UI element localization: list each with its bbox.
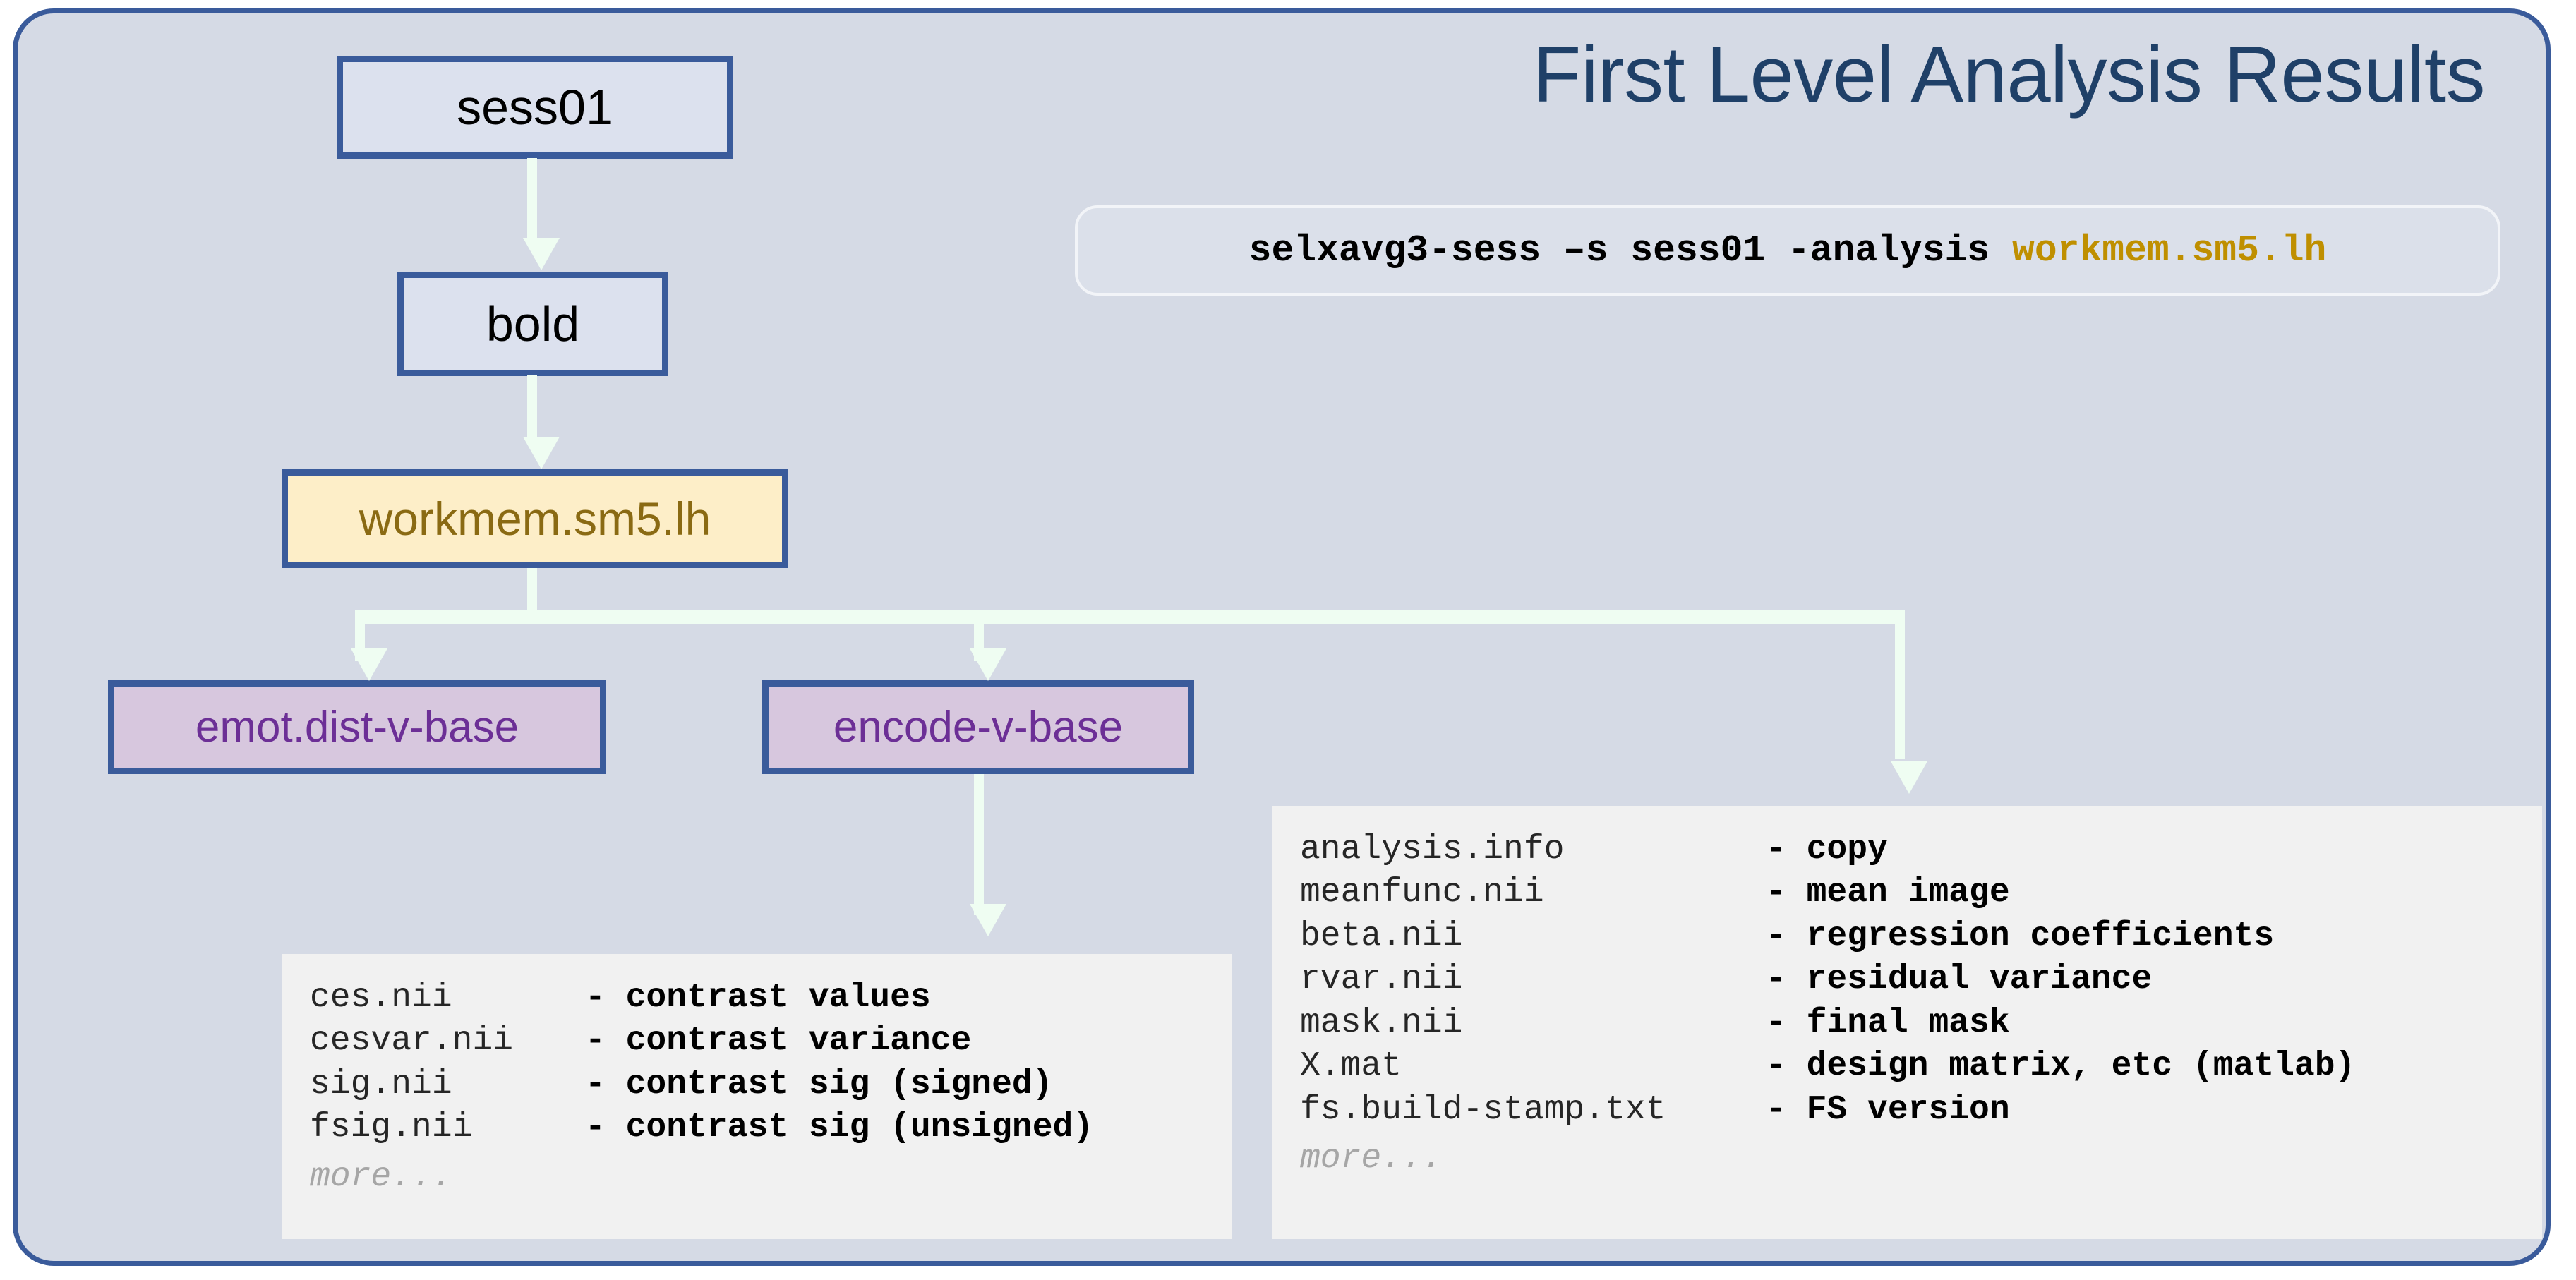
file-row: meanfunc.nii - mean image	[1300, 871, 2514, 914]
file-dash: -	[1766, 960, 1807, 999]
file-row: fsig.nii - contrast sig (unsigned)	[310, 1106, 1203, 1149]
file-row: ces.nii - contrast values	[310, 977, 1203, 1020]
file-description: contrast values	[625, 979, 931, 1017]
file-row: rvar.nii - residual variance	[1300, 958, 2514, 1001]
file-row: X.mat - design matrix, etc (matlab)	[1300, 1045, 2514, 1088]
file-description: mean image	[1806, 874, 2010, 912]
file-dash: -	[585, 979, 626, 1017]
file-dash: -	[1766, 831, 1807, 869]
arrowhead-bus-to-emot	[351, 648, 387, 681]
flow-node-sess01[interactable]: sess01	[337, 56, 733, 159]
file-dash: -	[585, 1065, 626, 1104]
flow-node-bold[interactable]: bold	[397, 272, 668, 376]
arrowhead-bold-to-workmem	[523, 437, 560, 469]
file-dash: -	[585, 1109, 626, 1147]
more-label: more...	[1300, 1140, 1443, 1178]
page-title: First Level Analysis Results	[1532, 30, 2486, 119]
file-description: contrast variance	[625, 1022, 972, 1061]
connector-bus-to-analysis-panel	[1895, 624, 1905, 759]
file-name: fsig.nii	[310, 1109, 473, 1147]
file-name: beta.nii	[1300, 917, 1463, 955]
connector-bold-to-workmem	[527, 375, 537, 440]
arrowhead-bus-to-encode	[970, 648, 1006, 681]
contrast-outputs-panel: ces.nii - contrast values cesvar.nii - c…	[282, 954, 1232, 1239]
file-description: regression coefficients	[1806, 917, 2275, 955]
flow-node-workmem-label: workmem.sm5.lh	[359, 493, 711, 545]
arrowhead-sess01-to-bold	[523, 238, 560, 270]
file-dash: -	[585, 1022, 626, 1061]
connector-encode-to-contrast-panel	[974, 774, 984, 915]
file-row: beta.nii - regression coefficients	[1300, 915, 2514, 958]
file-description: FS version	[1806, 1090, 2010, 1129]
flow-node-bold-label: bold	[486, 296, 580, 351]
file-dash: -	[1766, 1047, 1807, 1086]
file-dash: -	[1766, 874, 1807, 912]
file-name: ces.nii	[310, 979, 452, 1017]
file-description: design matrix, etc (matlab)	[1806, 1047, 2356, 1086]
flow-node-emot-label: emot.dist-v-base	[195, 703, 519, 751]
connector-workmem-stem	[527, 568, 537, 610]
file-row: fs.build-stamp.txt - FS version	[1300, 1089, 2514, 1132]
file-dash: -	[1766, 1003, 1807, 1042]
file-name: mask.nii	[1300, 1003, 1463, 1042]
more-label: more...	[310, 1157, 452, 1196]
slide-frame: First Level Analysis Results selxavg3-se…	[13, 8, 2551, 1266]
command-text: selxavg3-sess –s sess01 -analysis	[1248, 229, 2013, 272]
command-analysis-name: workmem.sm5.lh	[2012, 229, 2327, 272]
flow-node-workmem[interactable]: workmem.sm5.lh	[282, 469, 788, 568]
flow-node-sess01-label: sess01	[457, 80, 613, 135]
file-row: mask.nii - final mask	[1300, 1002, 2514, 1045]
file-description: copy	[1806, 831, 1888, 869]
file-description: contrast sig (unsigned)	[625, 1109, 1094, 1147]
file-name: rvar.nii	[1300, 960, 1463, 999]
file-dash: -	[1766, 1090, 1807, 1129]
file-row: cesvar.nii - contrast variance	[310, 1020, 1203, 1063]
file-name: cesvar.nii	[310, 1022, 514, 1061]
file-description: final mask	[1806, 1003, 2010, 1042]
file-dash: -	[1766, 917, 1807, 955]
file-name: fs.build-stamp.txt	[1300, 1090, 1666, 1129]
file-description: contrast sig (signed)	[625, 1065, 1053, 1104]
flow-node-encode-v-base[interactable]: encode-v-base	[762, 680, 1194, 774]
flow-node-emot-dist-v-base[interactable]: emot.dist-v-base	[108, 680, 606, 774]
connector-workmem-branch-bus	[355, 610, 1905, 624]
file-name: X.mat	[1300, 1047, 1402, 1086]
command-bar: selxavg3-sess –s sess01 -analysis workme…	[1075, 205, 2500, 296]
file-name: sig.nii	[310, 1065, 452, 1104]
flow-node-encode-label: encode-v-base	[833, 703, 1124, 751]
file-name: analysis.info	[1300, 831, 1565, 869]
connector-sess01-to-bold	[527, 158, 537, 241]
file-row: sig.nii - contrast sig (signed)	[310, 1063, 1203, 1106]
file-description: residual variance	[1806, 960, 2153, 999]
arrowhead-bus-to-analysis-panel	[1891, 761, 1927, 794]
file-name: meanfunc.nii	[1300, 874, 1544, 912]
file-row: analysis.info - copy	[1300, 828, 2514, 871]
arrowhead-encode-to-contrast-panel	[970, 904, 1006, 936]
analysis-outputs-panel: analysis.info - copy meanfunc.nii - mean…	[1272, 806, 2542, 1239]
